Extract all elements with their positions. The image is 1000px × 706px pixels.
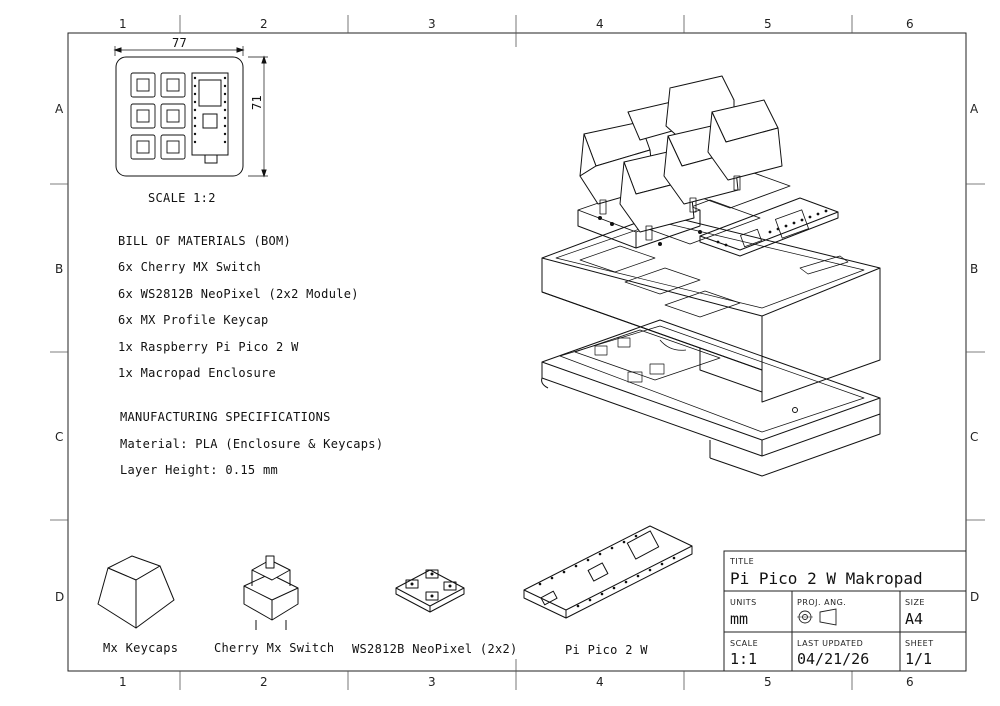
bom-item: 1x Raspberry Pi Pico 2 W: [118, 340, 299, 354]
sheet-value: 1/1: [905, 650, 933, 668]
spec-item: Material: PLA (Enclosure & Keycaps): [120, 437, 384, 451]
title-label: TITLE: [730, 557, 755, 566]
projection-angle-icon: [797, 608, 837, 626]
projection-label: PROJ. ANG.: [797, 598, 847, 607]
zone-col-3-bottom: 3: [428, 675, 436, 689]
size-label: SIZE: [905, 598, 925, 607]
zone-col-2-bottom: 2: [260, 675, 268, 689]
specs-heading: MANUFACTURING SPECIFICATIONS: [120, 410, 331, 424]
zone-row-c-left: C: [55, 430, 64, 444]
zone-col-1-top: 1: [119, 17, 127, 31]
part-label-switch: Cherry Mx Switch: [214, 641, 335, 655]
drawing-title: Pi Pico 2 W Makropad: [730, 569, 923, 588]
bom-item: 1x Macropad Enclosure: [118, 366, 277, 380]
bom-item: 6x MX Profile Keycap: [118, 313, 269, 327]
sheet-label: SHEET: [905, 639, 934, 648]
size-value: A4: [905, 610, 924, 628]
last-updated-label: LAST UPDATED: [797, 639, 864, 648]
zone-row-d-left: D: [55, 590, 65, 604]
zone-col-5-bottom: 5: [764, 675, 772, 689]
bom-heading: BILL OF MATERIALS (BOM): [118, 234, 292, 248]
zone-col-4-bottom: 4: [596, 675, 604, 689]
zone-col-3-top: 3: [428, 17, 436, 31]
part-label-pico: Pi Pico 2 W: [565, 643, 648, 657]
scale-label: SCALE: [730, 639, 759, 648]
part-label-keycaps: Mx Keycaps: [103, 641, 179, 655]
zone-row-b-left: B: [55, 262, 64, 276]
part-label-neopixel: WS2812B NeoPixel (2x2): [352, 642, 518, 656]
zone-row-b-right: B: [970, 262, 979, 276]
zone-col-6-bottom: 6: [906, 675, 914, 689]
zone-row-a-left: A: [55, 102, 64, 116]
zone-col-4-top: 4: [596, 17, 604, 31]
zone-row-c-right: C: [970, 430, 979, 444]
zone-row-a-right: A: [970, 102, 979, 116]
bom-item: 6x Cherry MX Switch: [118, 260, 261, 274]
units-label: UNITS: [730, 598, 757, 607]
bom-item: 6x WS2812B NeoPixel (2x2 Module): [118, 287, 359, 301]
zone-row-d-right: D: [970, 590, 980, 604]
zone-col-2-top: 2: [260, 17, 268, 31]
last-updated-value: 04/21/26: [797, 650, 870, 668]
dimension-width: 77: [172, 36, 188, 50]
zone-col-6-top: 6: [906, 17, 914, 31]
spec-item: Layer Height: 0.15 mm: [120, 463, 279, 477]
scale-value: 1:1: [730, 650, 758, 668]
zone-col-1-bottom: 1: [119, 675, 127, 689]
scale-note: SCALE 1:2: [148, 191, 216, 205]
zone-col-5-top: 5: [764, 17, 772, 31]
units-value: mm: [730, 610, 749, 628]
